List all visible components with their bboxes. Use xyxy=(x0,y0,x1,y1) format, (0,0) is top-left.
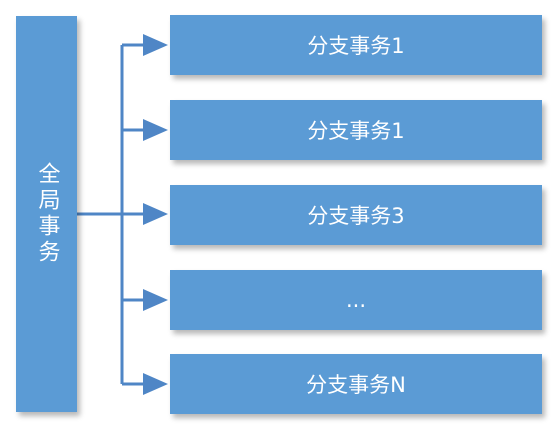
global-transaction-label: 全局事务 xyxy=(34,162,60,266)
arrowhead-3 xyxy=(143,203,168,225)
branch-transaction-box-2: 分支事务1 xyxy=(170,100,542,160)
branch-transaction-box-1: 分支事务1 xyxy=(170,15,542,75)
branch-transaction-label: 分支事务N xyxy=(306,373,406,397)
branch-transaction-label: ... xyxy=(345,288,367,312)
branch-transaction-box-n: 分支事务N xyxy=(170,354,542,414)
branch-transaction-label: 分支事务1 xyxy=(307,34,405,58)
branch-transaction-label: 分支事务1 xyxy=(307,119,405,143)
arrowhead-4 xyxy=(143,289,168,311)
branch-transaction-box-3: 分支事务3 xyxy=(170,185,542,245)
branch-transaction-box-ellipsis: ... xyxy=(170,270,542,330)
arrowhead-2 xyxy=(143,119,168,141)
global-transaction-box: 全局事务 xyxy=(16,16,77,412)
branch-transaction-label: 分支事务3 xyxy=(307,204,405,228)
arrowhead-1 xyxy=(143,34,168,56)
arrowhead-5 xyxy=(143,373,168,395)
